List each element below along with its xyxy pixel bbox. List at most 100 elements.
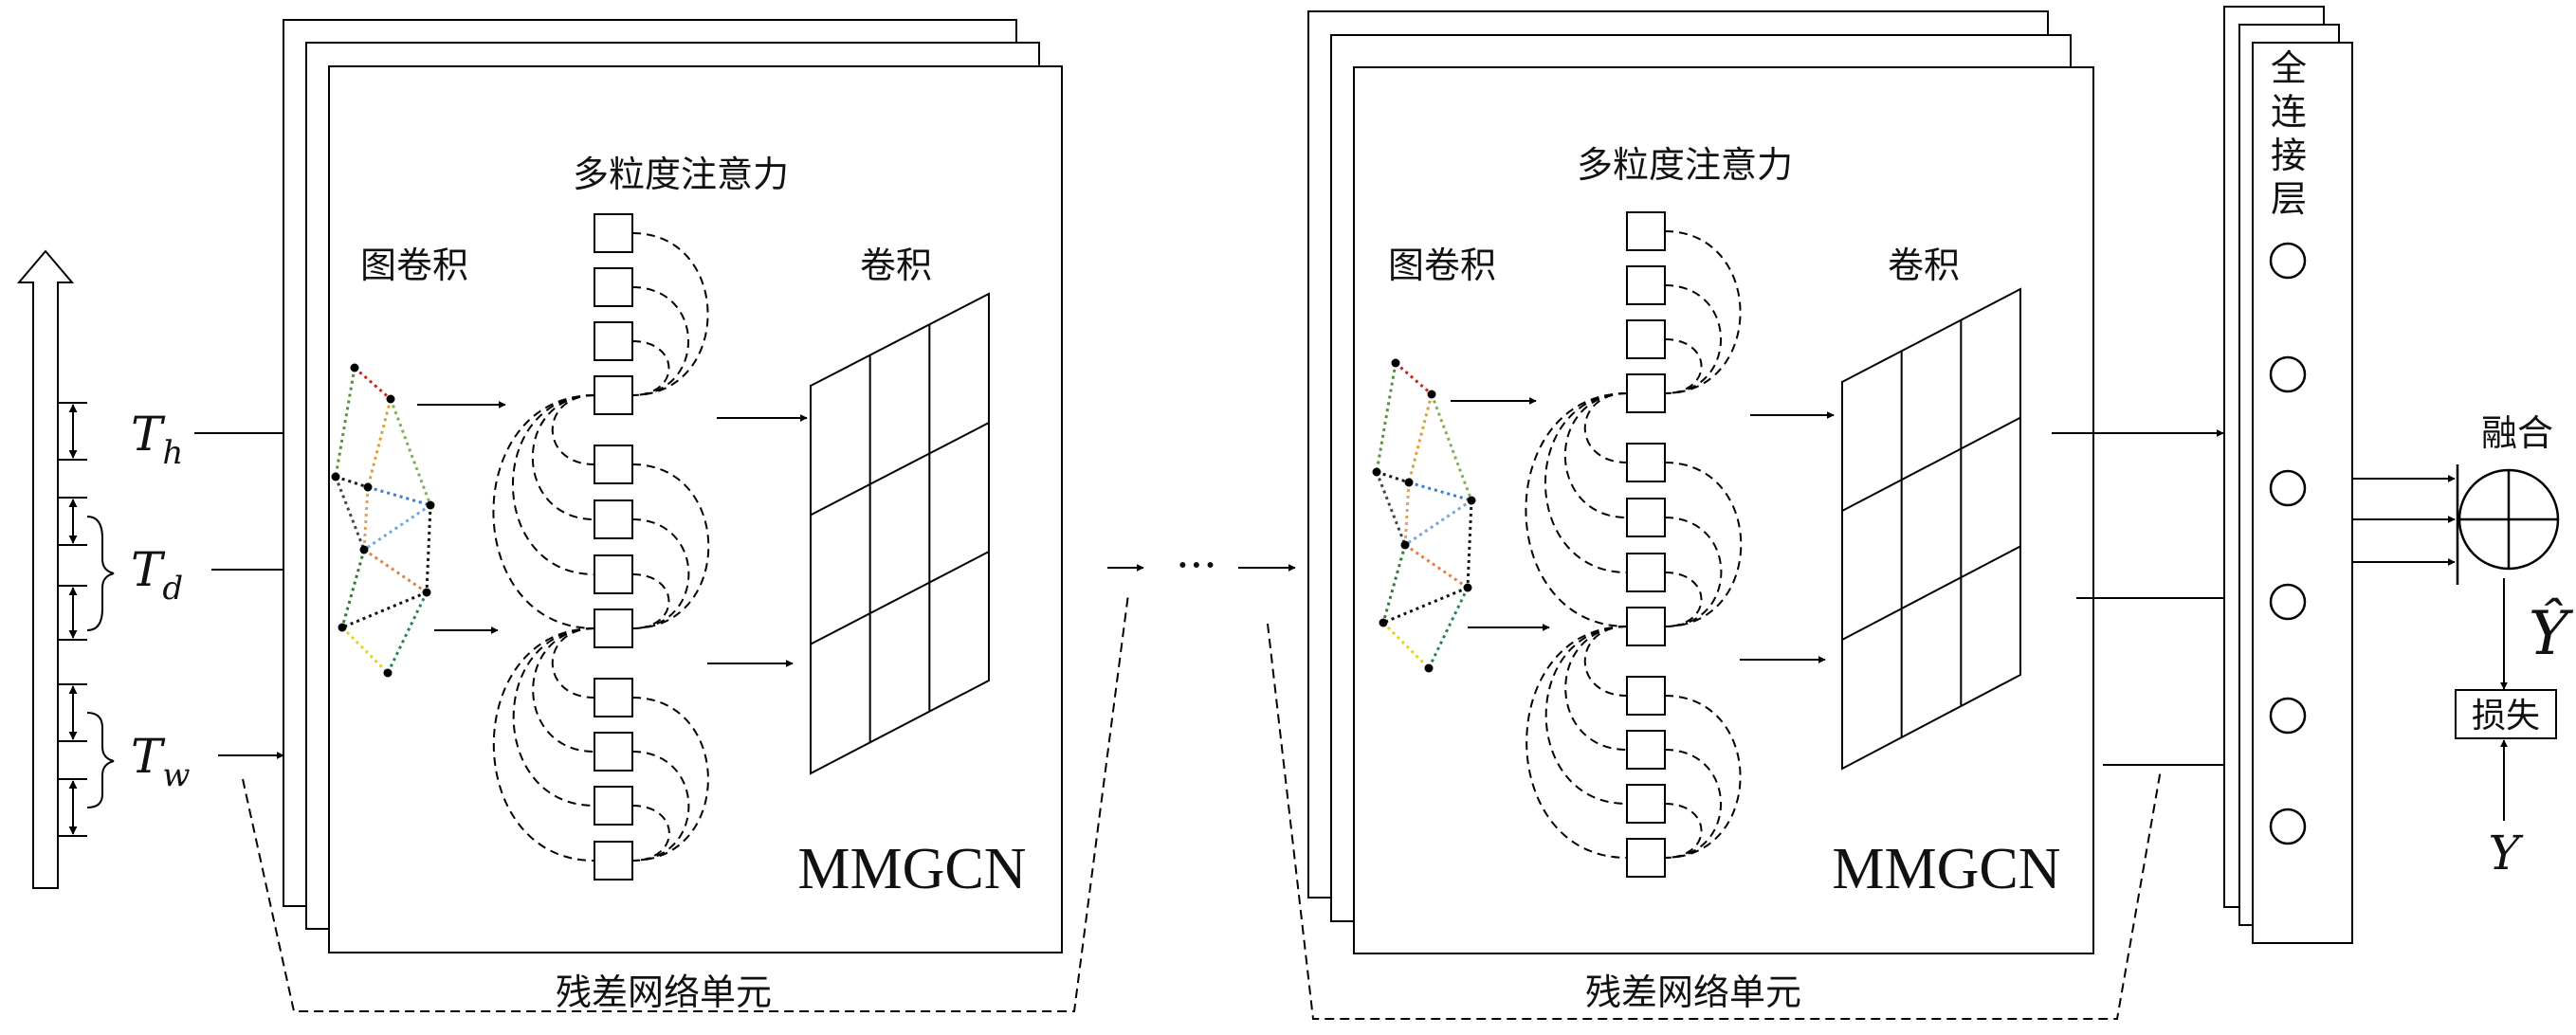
attention-node [594, 554, 633, 594]
target-y: Y [2488, 826, 2523, 881]
graph-edge [1381, 621, 1431, 670]
graph-edge [425, 504, 432, 593]
graph-edge [1382, 586, 1469, 625]
attention-node [594, 786, 633, 826]
attention-link [1664, 462, 1743, 627]
attention-link [493, 627, 595, 862]
attention-link [1664, 572, 1703, 627]
mmgcn-block-2: 多粒度注意力 图卷积 卷积 MMGCN [1307, 10, 2094, 954]
graph-edge [334, 367, 356, 478]
graph-edge [1407, 393, 1434, 483]
block-2-inner-arrows [1451, 397, 1835, 663]
time-ticks [59, 402, 87, 837]
residual-label-1: 残差网络单元 [556, 971, 772, 1013]
fc-neuron-2 [2269, 355, 2307, 393]
attention-node [594, 213, 633, 253]
graph-node [1467, 496, 1476, 505]
time-axis [16, 249, 75, 889]
fusion-label: 融合 [2481, 412, 2553, 454]
graph-edge [1395, 361, 1433, 396]
y-hat: Ŷ [2529, 597, 2574, 669]
graph-node [350, 363, 359, 372]
graph-node [338, 623, 347, 632]
residual-label-2: 残差网络单元 [1585, 971, 1801, 1013]
attention-node [594, 321, 633, 361]
graph-node [363, 482, 373, 492]
residual-path-1 [242, 593, 1129, 1012]
loss-box [2455, 689, 2557, 739]
graph-node [1404, 478, 1414, 487]
attention-node [1626, 443, 1666, 482]
attention-node [594, 445, 633, 484]
input-label-th: Th [131, 407, 183, 472]
block-1-graph [331, 363, 435, 678]
mmgcn-block-1: 多粒度注意力 图卷积 卷积 MMGCN [283, 19, 1063, 953]
fusion-node [2456, 464, 2560, 585]
attention-node [594, 499, 633, 539]
attention-link [1664, 695, 1742, 859]
attention-link [492, 394, 595, 629]
block-1-conv-label: 卷积 [860, 245, 932, 286]
graph-edge [1381, 544, 1407, 624]
attention-node [1626, 373, 1666, 413]
block-2-conv-label: 卷积 [1888, 245, 1960, 286]
attention-node [1626, 319, 1666, 359]
block-1-title: MMGCN [797, 837, 1026, 901]
graph-edge [389, 398, 432, 506]
graph-edge [1430, 393, 1473, 501]
residual-path-2 [1267, 623, 2162, 1020]
fc-label-char-2: 连 [2271, 91, 2307, 133]
attention-node [1626, 730, 1666, 770]
block-2-title: MMGCN [1832, 837, 2060, 901]
conv-grid-line [810, 551, 990, 645]
graph-node [1391, 358, 1400, 368]
braces [86, 516, 115, 808]
attention-node [594, 267, 633, 307]
attention-node [1626, 784, 1666, 824]
graph-node [1463, 583, 1472, 592]
attention-node [594, 608, 633, 648]
attention-link [1664, 803, 1703, 859]
graph-edge [335, 475, 369, 489]
graph-edge [354, 366, 392, 401]
input-labels: Th Td Tw [131, 407, 190, 794]
fc-neuron-4 [2269, 583, 2307, 621]
loss-label: 损失 [2472, 697, 2540, 735]
fc-neurons [2269, 242, 2307, 845]
fc-label-char-1: 全 [2271, 47, 2307, 89]
fully-connected-layer: 全 连 接 层 [2223, 6, 2353, 944]
attention-node [1626, 838, 1666, 878]
time-axis-arrow [16, 249, 75, 889]
block-1-conv-grid [810, 292, 990, 775]
attention-link [1664, 284, 1722, 394]
attention-link [631, 286, 689, 396]
fc-neuron-1 [2269, 242, 2307, 280]
attention-node [1626, 265, 1666, 305]
graph-edge [341, 590, 428, 629]
graph-node [426, 500, 435, 510]
attention-link [631, 751, 690, 862]
graph-edge [1408, 481, 1472, 502]
block-2-conv-grid [1841, 287, 2021, 771]
graph-node [1400, 540, 1410, 550]
graph-node [331, 472, 340, 481]
attention-link [1525, 392, 1628, 627]
fc-label: 全 连 接 层 [2271, 47, 2307, 220]
block-1-inner-arrows [417, 401, 808, 667]
attention-node [1626, 211, 1666, 251]
graph-node [386, 394, 395, 404]
attention-link [631, 232, 709, 396]
attention-link [631, 518, 690, 629]
fc-neuron-3 [2269, 469, 2307, 507]
attention-node [1626, 498, 1666, 537]
attention-link [1664, 338, 1703, 394]
fc-to-fusion-arrows [2353, 475, 2456, 566]
attention-node [594, 841, 633, 881]
attention-link [631, 340, 670, 396]
graph-edge [386, 591, 429, 674]
input-label-tw: Tw [131, 729, 190, 794]
block-2-attention-label: 多粒度注意力 [1577, 144, 1793, 186]
attention-node [594, 375, 633, 415]
graph-edge [1375, 362, 1398, 473]
